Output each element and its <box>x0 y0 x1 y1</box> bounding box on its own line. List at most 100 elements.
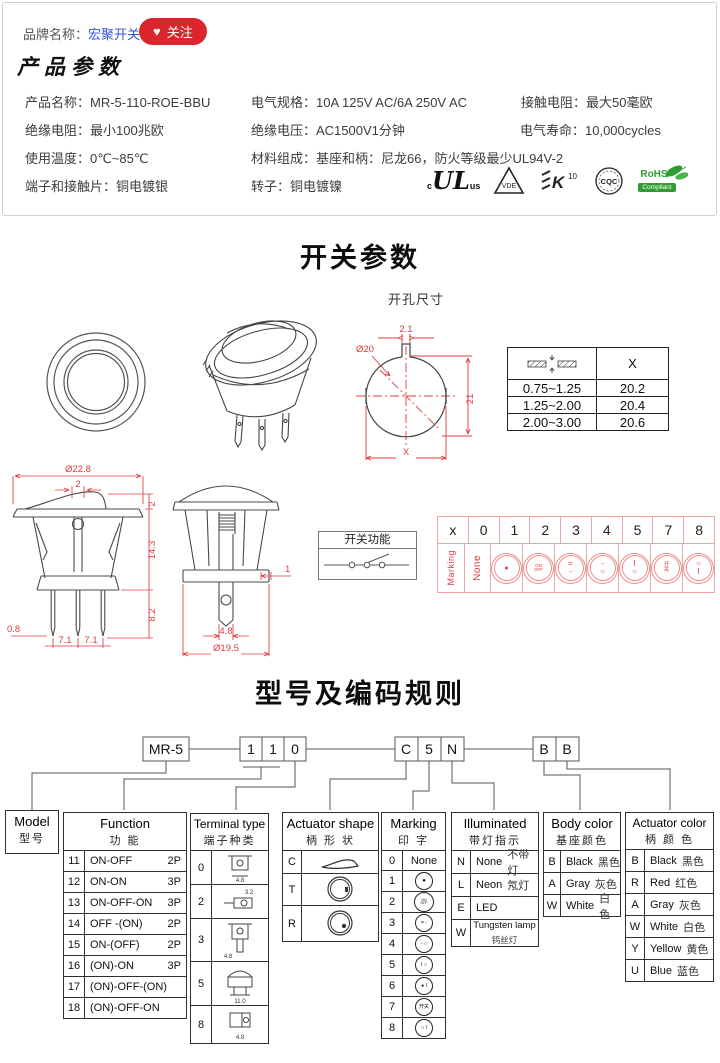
table-row: C <box>283 851 378 874</box>
product-params-title: 产品参数 <box>17 54 125 79</box>
param-product-name: 产品名称：MR-5-110-ROE-BBU <box>25 95 211 110</box>
switch-params-title: 开关参数 <box>300 243 420 273</box>
marking-symbol-dot: ● <box>491 552 522 584</box>
hole-dimension-drawing: Ø20 2.1 21 X <box>356 324 476 467</box>
brand-name-link[interactable]: 宏聚开关 <box>88 27 141 42</box>
marking-symbol-kaiguan: 开关 <box>651 552 682 584</box>
marking-none-label: None <box>471 555 483 581</box>
table-row: 2 3.2 <box>191 885 268 919</box>
svg-text:4.8: 4.8 <box>236 1035 245 1041</box>
svg-text:8.2: 8.2 <box>147 608 158 621</box>
table-row: 1.25~2.00 20.4 <box>508 397 668 414</box>
terminal-0-icon: 4.8 <box>216 852 264 883</box>
code-digit: 1 <box>269 741 277 757</box>
table-row: 8○ I <box>382 1018 445 1038</box>
table-row: 8 4.8 <box>191 1006 268 1043</box>
x-value: 20.2 <box>619 380 646 396</box>
follow-label: 关注 <box>166 25 193 40</box>
svg-text:7.1: 7.1 <box>84 635 97 646</box>
terminal-3-icon: 4.8 <box>224 920 264 960</box>
marking-row-label: Marking <box>445 550 456 586</box>
table-row: 4- ○ <box>382 934 445 955</box>
shape-c-rocker-icon <box>316 852 364 872</box>
coding-diagram: MR-5 1 1 0 C 5 N B B <box>0 731 720 813</box>
x-value: 20.4 <box>619 397 646 413</box>
illuminated-cn: 带灯指示 <box>469 835 521 847</box>
brand-row: 品牌名称：宏聚开关 <box>23 24 140 43</box>
marking-table-header: x 0 1 2 3 4 5 7 8 <box>438 517 714 544</box>
table-row: 2.00~3.00 20.6 <box>508 414 668 430</box>
marking-en: Marking <box>390 816 437 831</box>
param-insulation-voltage: 绝缘电压：AC1500V1分钟 <box>251 123 405 138</box>
terminal-cn: 端子种类 <box>203 835 256 847</box>
table-row: 6● I <box>382 976 445 997</box>
svg-text:2.1: 2.1 <box>399 324 412 335</box>
switch-perspective-drawing <box>197 303 327 451</box>
table-row: 3= - <box>382 913 445 934</box>
actuator-shape-table: Actuator shape 柄 形 状 C T R <box>282 812 379 942</box>
panel-thickness-icon <box>508 348 597 379</box>
switch-front-view-drawing: 1 4.8 Ø19.5 <box>163 458 295 663</box>
spdt-circuit-icon <box>319 549 414 577</box>
col-header: 7 <box>652 517 683 543</box>
col-header: x <box>449 522 457 538</box>
model-table: Model 型号 <box>5 810 59 854</box>
table-row: R <box>283 906 378 941</box>
svg-text:VDE: VDE <box>502 183 517 190</box>
marking-symbol-i-circle: I○ <box>619 552 650 584</box>
table-row: 0 4.8 <box>191 851 268 885</box>
svg-text:X: X <box>403 447 410 458</box>
param-electrical-life: 电气寿命：10,000cycles <box>520 123 661 138</box>
svg-text:2: 2 <box>75 479 80 490</box>
shape-cn: 柄 形 状 <box>305 835 356 847</box>
svg-text:Ø19.5: Ø19.5 <box>213 643 239 654</box>
svg-text:CQC: CQC <box>601 177 618 186</box>
param-rotor-plating: 转子：铜电镀镍 <box>251 179 343 194</box>
thickness-range: 1.25~2.00 <box>508 397 597 413</box>
hole-size-table: X 0.75~1.25 20.2 1.25~2.00 20.4 2.00~3.0… <box>507 347 669 431</box>
col-header: 0 <box>467 517 499 543</box>
svg-text:21: 21 <box>465 394 476 405</box>
product-panel: 品牌名称：宏聚开关 ♥ 关注 产品参数 产品名称：MR-5-110-ROE-BB… <box>2 2 717 216</box>
svg-text:2: 2 <box>147 501 158 506</box>
brand-label: 品牌名称： <box>23 27 89 42</box>
heart-icon: ♥ <box>153 24 161 39</box>
table-row: 5 11.0 <box>191 962 268 1006</box>
code-model: MR-5 <box>149 741 183 757</box>
svg-text:7.1: 7.1 <box>58 635 71 646</box>
col-header: 8 <box>683 517 714 543</box>
param-operating-temp: 使用温度：0℃~85℃ <box>25 151 149 166</box>
code-digit: 1 <box>247 741 255 757</box>
hole-size-label: 开孔尺寸 <box>388 292 445 307</box>
marking-glyph: 开关 <box>415 998 433 1016</box>
svg-text:10: 10 <box>568 172 577 181</box>
col-header: 3 <box>560 517 591 543</box>
switch-side-view-drawing: Ø22.8 2 2 14.3 8.2 0.8 7.1 7.1 <box>7 464 158 652</box>
model-en: Model <box>14 814 50 829</box>
svg-text:14.3: 14.3 <box>147 541 158 560</box>
x-value: 20.6 <box>619 414 646 430</box>
svg-text:0.8: 0.8 <box>7 624 20 635</box>
col-header: 5 <box>621 517 653 543</box>
svg-text:11.0: 11.0 <box>234 999 246 1004</box>
svg-text:4.8: 4.8 <box>236 878 245 883</box>
col-header: 4 <box>590 517 622 543</box>
follow-button[interactable]: ♥ 关注 <box>139 18 207 45</box>
table-row: 18(ON)-OFF-ON <box>64 998 186 1018</box>
